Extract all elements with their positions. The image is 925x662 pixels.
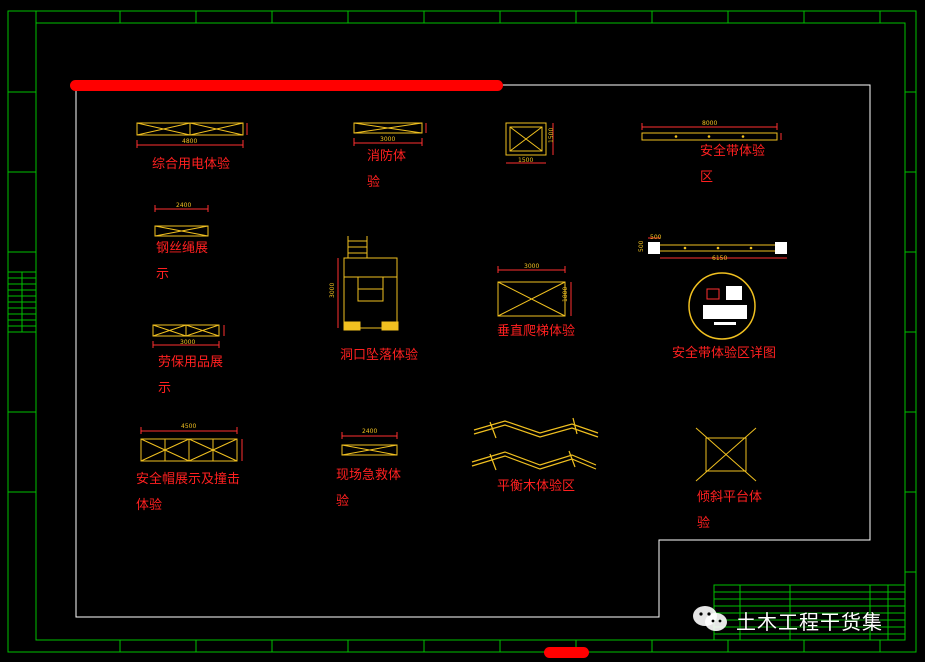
helmet-booth (140, 427, 243, 462)
drawing-frame (7, 10, 917, 653)
frame-ruler-sides (8, 91, 916, 573)
elec-booth (136, 122, 248, 148)
belt-detail-circle (688, 272, 756, 340)
dim-bd-a: 500 (650, 234, 662, 241)
dim-rope: 2400 (176, 202, 191, 209)
label-tilt-1: 倾斜平台体 (697, 490, 763, 505)
ppe-booth (152, 324, 225, 348)
label-climb: 垂直爬梯体验 (497, 324, 576, 339)
label-helmet-2: 体验 (136, 498, 163, 513)
label-rope-2: 示 (156, 267, 170, 282)
label-ppe-1: 劳保用品展 (158, 355, 224, 370)
site-boundary (75, 84, 871, 618)
dimension-labels: 4800 3000 1500 1500 8000 2400 3000 3000 … (176, 120, 727, 435)
dim-aid: 2400 (362, 428, 377, 435)
fire-booth (353, 122, 427, 146)
label-fire-1: 消防体 (367, 149, 407, 164)
dim-helmet: 4500 (181, 423, 196, 430)
label-elec: 综合用电体验 (152, 157, 231, 172)
dim-climb-h: 1800 (562, 287, 569, 302)
dim-bd-c: 500 (638, 240, 645, 252)
dim-ppe: 3000 (180, 339, 195, 346)
wechat-icon (693, 606, 727, 631)
square-booth (505, 122, 554, 164)
label-fall: 洞口坠落体验 (340, 348, 419, 363)
dim-climb-w: 3000 (524, 263, 539, 270)
red-highlight-bar-bottom (544, 647, 589, 658)
label-tilt-2: 验 (697, 516, 711, 531)
label-aid-1: 现场急救体 (336, 468, 402, 483)
label-belt-2: 区 (700, 170, 714, 185)
red-highlight-bar-top (70, 80, 503, 91)
climb-booth (497, 266, 572, 317)
tilt-booth (695, 427, 757, 482)
label-belt-detail: 安全带体验区详图 (672, 346, 777, 361)
fall-booth (337, 236, 399, 331)
dim-fall: 3000 (329, 283, 336, 298)
label-aid-2: 验 (336, 494, 350, 509)
label-rope-1: 钢丝绳展 (156, 241, 209, 256)
label-beam: 平衡木体验区 (497, 479, 576, 494)
label-ppe-2: 示 (158, 381, 172, 396)
frame-ruler-top (119, 11, 881, 23)
label-helmet-1: 安全帽展示及撞击 (136, 472, 241, 487)
dim-bd-b: 6150 (712, 255, 727, 262)
aid-booth (341, 432, 398, 456)
watermark-text: 土木工程干货集 (736, 610, 883, 634)
title-block (713, 584, 906, 641)
belt-booth (641, 123, 782, 141)
dim-belt: 8000 (702, 120, 717, 127)
label-belt-1: 安全带体验 (700, 144, 766, 159)
rope-booth (154, 205, 209, 237)
dim-fire: 3000 (380, 136, 395, 143)
dim-sq-h: 1500 (548, 128, 555, 143)
dim-elec: 4800 (182, 138, 197, 145)
beam-booth (471, 417, 599, 471)
frame-ruler-bottom (119, 640, 881, 652)
belt-detail-strip (648, 237, 787, 259)
dim-sq-w: 1500 (518, 157, 533, 164)
left-stamp-table (7, 271, 37, 333)
label-fire-2: 验 (367, 175, 381, 190)
